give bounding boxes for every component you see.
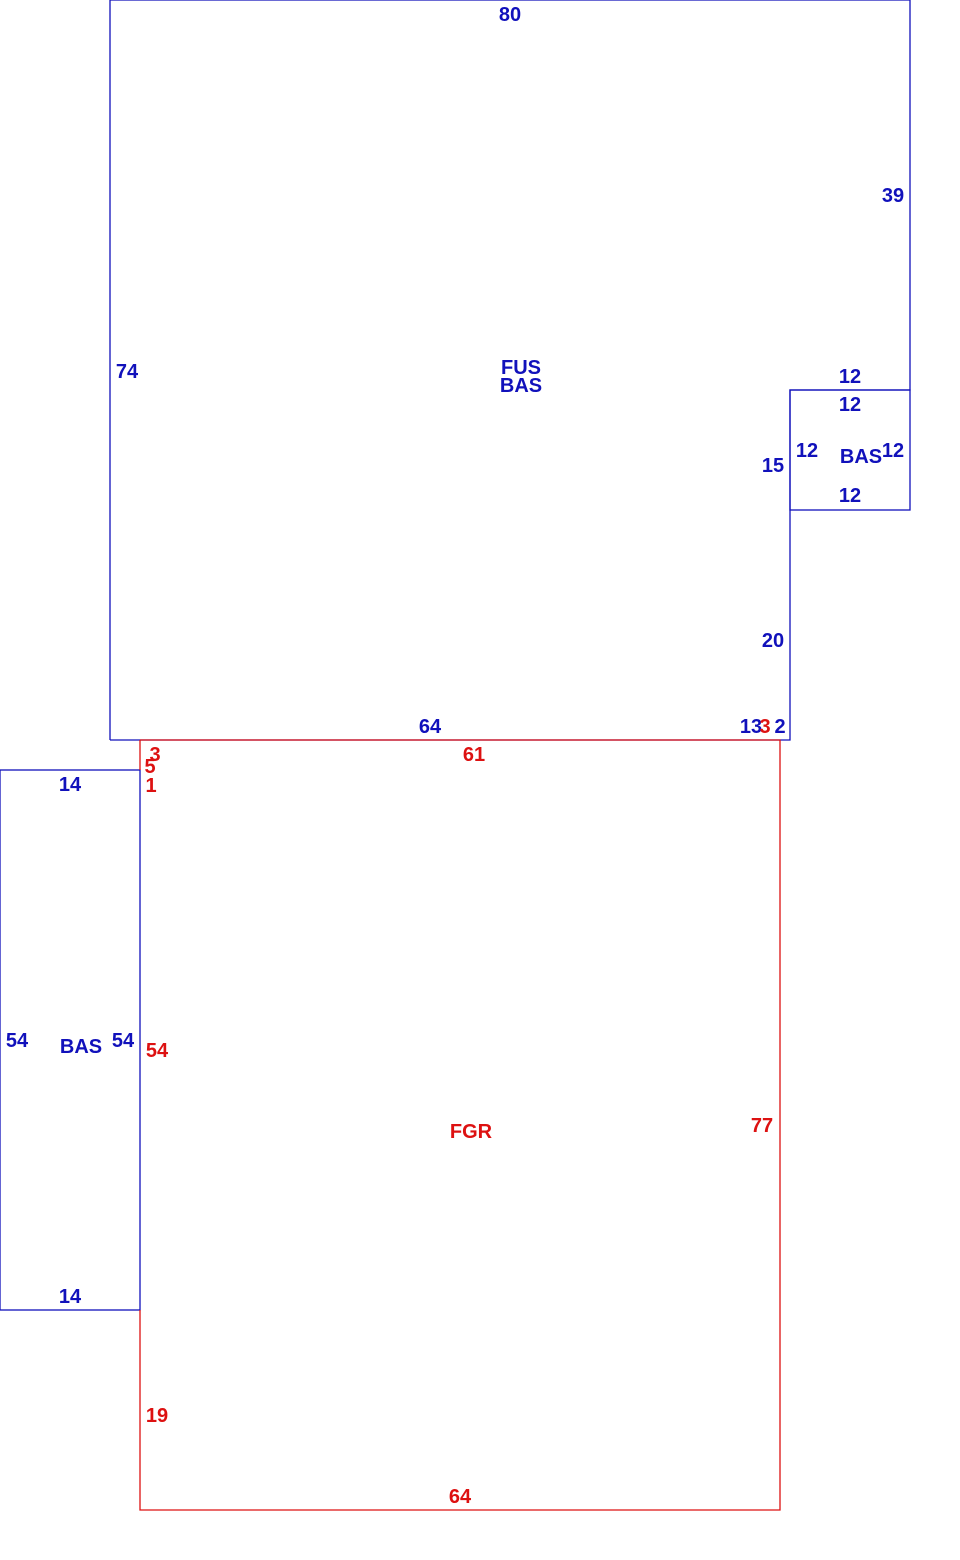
bump-dim-right: 12	[882, 440, 904, 462]
west-code: BAS	[60, 1036, 102, 1058]
west-dim-bottom: 14	[59, 1286, 82, 1308]
main-code-fus: FUS	[501, 357, 541, 379]
bump-dim-top-inner: 12	[839, 394, 861, 416]
bump-code: BAS	[840, 446, 882, 468]
garage-dim-top: 61	[463, 744, 485, 766]
main-dim-right-upper: 39	[882, 185, 904, 207]
garage-dim-left-lower: 19	[146, 1405, 168, 1427]
garage-dim-left-mid: 54	[146, 1040, 169, 1062]
main-dim-top: 80	[499, 4, 521, 26]
garage-dim-bottom: 64	[449, 1486, 472, 1508]
main-dim-right-lower-2: 20	[762, 630, 784, 652]
garage-jog-3-top: 3	[149, 744, 160, 766]
garage-dim-right: 77	[751, 1115, 773, 1137]
main-dim-corner-2: 2	[774, 716, 785, 738]
main-dim-left: 74	[116, 361, 139, 383]
bump-out-outline	[789, 389, 911, 511]
bump-dim-top-outer: 12	[839, 366, 861, 388]
garage-jog-1: 1	[145, 775, 156, 797]
west-dim-right: 54	[112, 1030, 135, 1052]
main-dim-bottom: 64	[419, 716, 442, 738]
west-dim-left: 54	[6, 1030, 29, 1052]
main-code-bas: BAS	[500, 375, 542, 397]
garage-code: FGR	[450, 1121, 493, 1143]
main-dim-corner-13: 13	[740, 716, 762, 738]
bump-dim-bottom: 12	[839, 485, 861, 507]
garage-jog-5: 5	[144, 756, 155, 778]
garage-outline	[139, 739, 781, 1511]
bump-dim-left: 12	[796, 440, 818, 462]
garage-jog-3-right: 3	[759, 716, 770, 738]
west-wing-outline	[0, 769, 141, 1311]
main-dim-right-lower-1: 15	[762, 455, 784, 477]
west-dim-top: 14	[59, 774, 82, 796]
